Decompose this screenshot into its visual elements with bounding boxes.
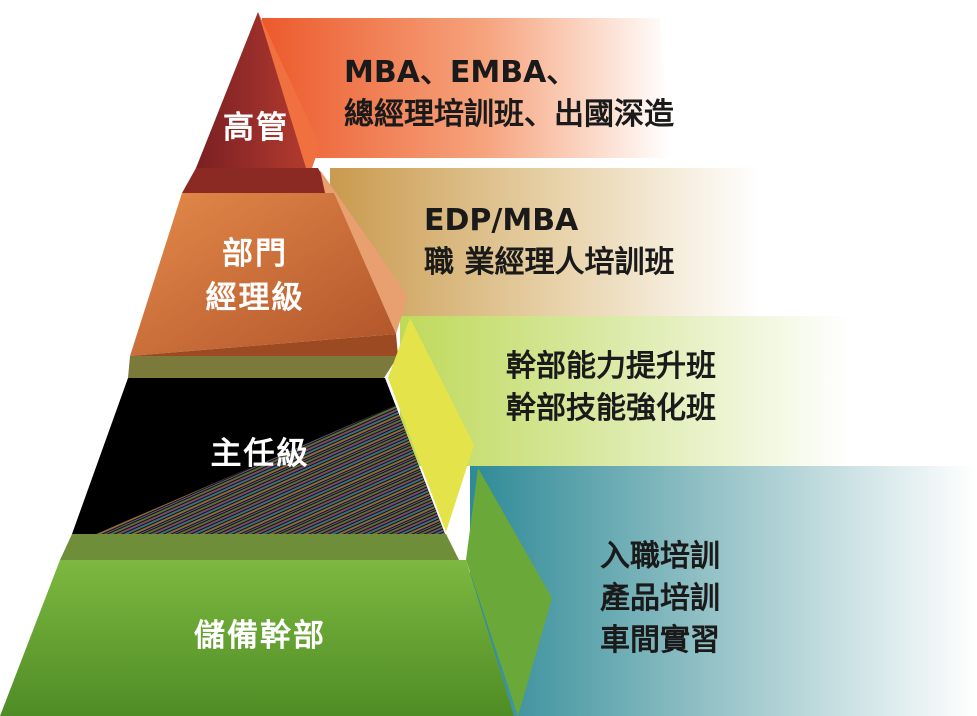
level-4-desc-line: 產品培訓: [600, 581, 720, 616]
level-4-label: 儲備幹部: [160, 614, 360, 658]
level-3-desc-line: 幹部技能強化班: [506, 391, 716, 426]
level-4-label-line: 儲備幹部: [194, 618, 326, 654]
level-2-label: 部門 經理級: [190, 232, 320, 320]
level-2-description: EDP/MBA 職 業經理人培訓班: [424, 200, 674, 284]
level-3-label: 主任級: [180, 432, 340, 476]
level-1-desc-line: MBA、EMBA、: [344, 55, 577, 90]
level-4-desc-line: 車間實習: [600, 623, 720, 658]
level-3-label-line: 主任級: [210, 436, 310, 472]
level-4-description: 入職培訓 產品培訓 車間實習: [600, 536, 720, 662]
level-1-desc-line: 總經理培訓班、出國深造: [344, 97, 674, 132]
level-2-desc-line: EDP/MBA: [424, 203, 579, 238]
level-1-label-line: 高管: [223, 110, 289, 146]
level-2-desc-line: 職 業經理人培訓班: [424, 245, 675, 280]
level-2-label-line: 部門: [222, 236, 288, 272]
level-1-label: 高管: [204, 106, 308, 150]
level-4-desc-line: 入職培訓: [600, 539, 720, 574]
level-3-description: 幹部能力提升班 幹部技能強化班: [506, 346, 716, 430]
level-2-label-line: 經理級: [205, 280, 305, 316]
level-3-desc-line: 幹部能力提升班: [506, 349, 716, 384]
level-1-description: MBA、EMBA、 總經理培訓班、出國深造: [344, 52, 674, 136]
